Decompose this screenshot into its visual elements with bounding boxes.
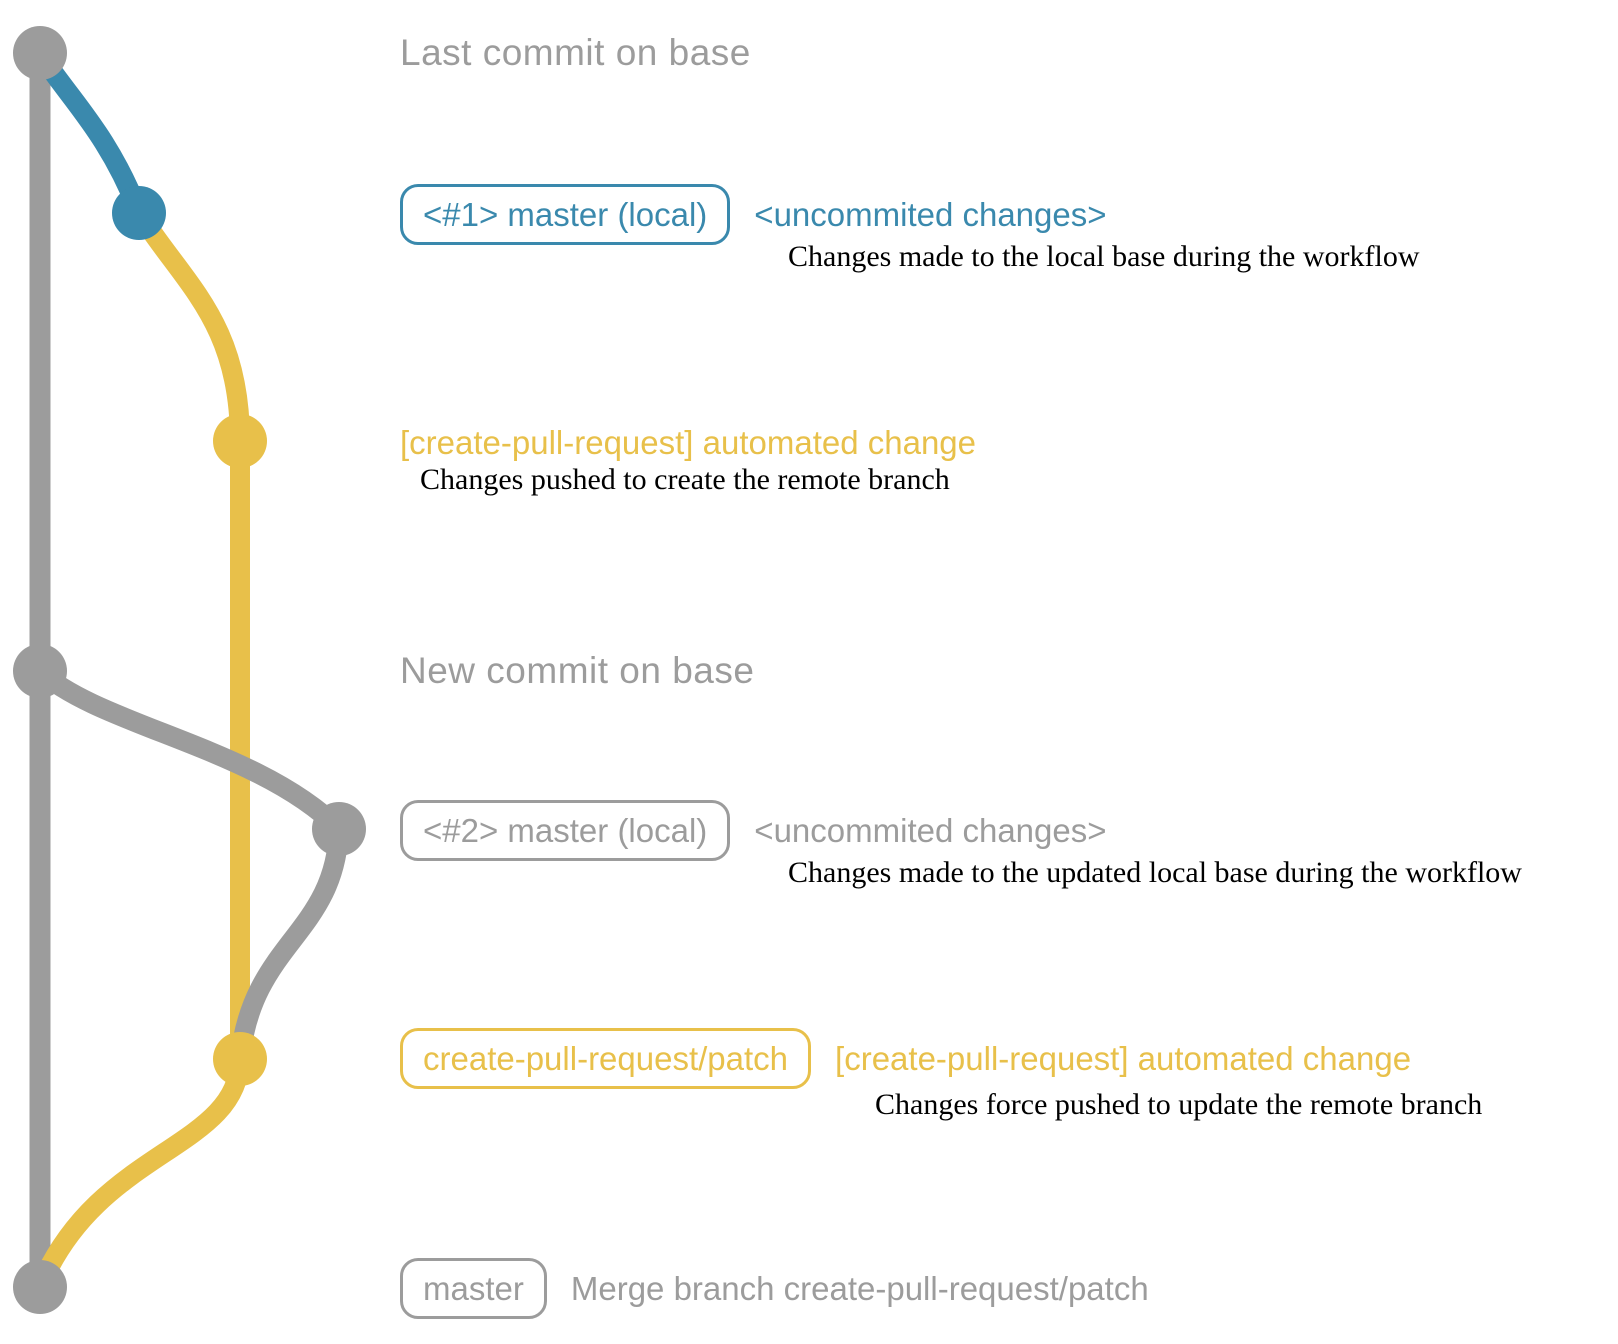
commit-message-merge: Merge branch create-pull-request/patch: [570, 1269, 1149, 1307]
label-last-commit-on-base: Last commit on base: [400, 32, 751, 73]
commit-node-base-new: [13, 644, 67, 698]
branch-ref-badge-master: master: [400, 1258, 547, 1320]
detail-local-1: Changes made to the local base during th…: [788, 240, 1420, 273]
label-new-commit-on-base: New commit on base: [400, 650, 755, 691]
commit-node-patch-1: [213, 414, 267, 468]
commit-node-patch-2: [213, 1032, 267, 1086]
branch-ref-badge-patch: create-pull-request/patch: [400, 1028, 812, 1090]
detail-patch-1: Changes pushed to create the remote bran…: [420, 463, 950, 496]
commit-node-local-1: [112, 186, 166, 240]
commit-node-merge: [13, 1260, 67, 1314]
commit-message-automated-change-2: [create-pull-request] automated change: [835, 1039, 1412, 1077]
branch-ref-badge-master-local-2: <#2> master (local): [400, 800, 731, 862]
branch-ref-badge-master-local-1: <#1> master (local): [400, 184, 731, 246]
row-local-2: <#2> master (local) <uncommited changes>: [400, 800, 1107, 862]
row-patch-2: create-pull-request/patch [create-pull-r…: [400, 1028, 1412, 1090]
commit-message-uncommited-2: <uncommited changes>: [754, 811, 1107, 849]
commit-message-uncommited-1: <uncommited changes>: [754, 195, 1107, 233]
detail-local-2: Changes made to the updated local base d…: [788, 856, 1522, 889]
commit-node-local-2: [312, 802, 366, 856]
detail-patch-2: Changes force pushed to update the remot…: [875, 1088, 1483, 1121]
row-local-1: <#1> master (local) <uncommited changes>: [400, 184, 1107, 246]
row-merge: master Merge branch create-pull-request/…: [400, 1258, 1149, 1320]
commit-node-base-last: [13, 26, 67, 80]
commit-message-automated-change-1: [create-pull-request] automated change: [400, 424, 977, 461]
